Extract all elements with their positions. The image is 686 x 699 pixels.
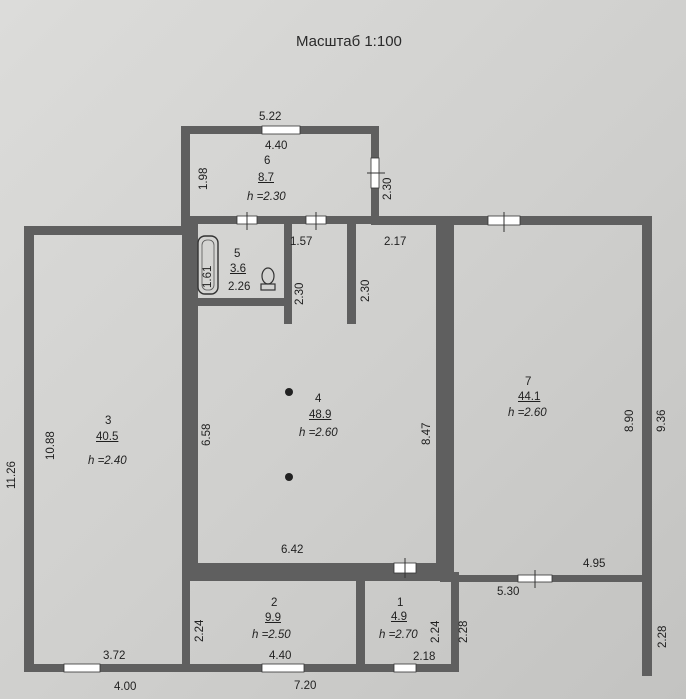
wall-r6-left (181, 126, 190, 226)
wall-r5-right (284, 224, 292, 324)
dim-r5-161: 1.61 (202, 265, 214, 288)
wall-r3-top (24, 226, 190, 235)
dim-r6-198: 1.98 (198, 167, 210, 190)
dim-r7-530: 5.30 (497, 586, 520, 598)
dim-r3-1088: 10.88 (45, 431, 57, 460)
room-5-number: 5 (234, 248, 241, 260)
window-r1-bottom (393, 663, 417, 673)
dim-bottom-372: 3.72 (103, 650, 126, 662)
window-r3-bottom (63, 663, 101, 673)
dim-r1-224: 2.24 (430, 620, 442, 643)
wall-right-stub (642, 578, 652, 676)
dim-r4-642: 6.42 (281, 544, 304, 556)
wall-r3-r4 (182, 226, 190, 672)
wall-r5-bottom (190, 298, 290, 306)
room-1-area: 4.9 (391, 611, 407, 623)
dim-corridor-217: 2.17 (384, 236, 407, 248)
scale-title: Масштаб 1:100 (296, 33, 402, 50)
dim-bottom-218: 2.18 (413, 651, 436, 663)
dim-bottom-400: 4.00 (114, 681, 137, 693)
room-7-height: h =2.60 (508, 407, 547, 419)
bathtub-inner (201, 239, 215, 291)
room-5-height: 2.26 (228, 281, 251, 293)
room-1-height: h =2.70 (379, 629, 418, 641)
wall-left (24, 226, 34, 672)
ceiling-point (285, 473, 293, 481)
toilet-icon (260, 267, 276, 291)
dim-top-522: 5.22 (259, 111, 282, 123)
room-7-area: 44.1 (518, 391, 541, 403)
room-1-number: 1 (397, 597, 404, 609)
wall-stub (347, 224, 356, 324)
wall-r7-left (440, 216, 454, 582)
ceiling-point (285, 388, 293, 396)
dim-r6-230: 2.30 (382, 177, 394, 200)
room-5-area: 3.6 (230, 263, 246, 275)
room-3-number: 3 (105, 415, 112, 427)
wall-r2-r1 (356, 572, 365, 672)
room-2-height: h =2.50 (252, 629, 291, 641)
dim-bottom-440: 4.40 (269, 650, 292, 662)
room-2-number: 2 (271, 597, 278, 609)
dim-right-228: 2.28 (657, 625, 669, 648)
room-6-area: 8.7 (258, 172, 274, 184)
dim-r4-658: 6.58 (201, 423, 213, 446)
window-r2-bottom (261, 663, 305, 673)
room-3-area: 40.5 (96, 431, 119, 443)
wall-right (642, 216, 652, 672)
wall-r4-bottom (190, 563, 446, 573)
toilet-tank (260, 283, 276, 291)
dim-r7-495: 4.95 (583, 558, 606, 570)
wall-r5-left (190, 224, 198, 304)
bathtub-outline (197, 235, 219, 295)
dim-corridor-230b: 2.30 (360, 279, 372, 302)
walls (24, 126, 652, 676)
dim-bottom-720: 7.20 (294, 680, 317, 692)
room-6-height: h =2.30 (247, 191, 286, 203)
room-4-height: h =2.60 (299, 427, 338, 439)
room-3-height: h =2.40 (88, 455, 127, 467)
room-2-area: 9.9 (265, 612, 281, 624)
dim-top-440: 4.40 (265, 140, 288, 152)
dim-r2-224: 2.24 (194, 619, 206, 642)
wall-r4-left (190, 300, 198, 572)
window-top (261, 125, 301, 135)
bathtub-icon (197, 235, 219, 295)
room-6-number: 6 (264, 155, 271, 167)
toilet-bowl (261, 267, 275, 285)
wall-r1-right (451, 572, 459, 672)
dim-corridor-157: 1.57 (290, 236, 313, 248)
dim-left-1126: 11.26 (6, 461, 18, 489)
window-ticks (246, 172, 536, 588)
windows (63, 125, 553, 673)
wall-r6-bottom (186, 216, 376, 224)
wall-bottom (24, 664, 459, 672)
dim-r4-847: 8.47 (421, 422, 433, 445)
room-4-area: 48.9 (309, 409, 332, 421)
room-4-number: 4 (315, 393, 322, 405)
dim-right-936: 9.36 (656, 409, 668, 432)
dim-r7-890: 8.90 (624, 409, 636, 432)
dim-r1-228: 2.28 (458, 620, 470, 643)
wall-bottom-rooms-top (182, 572, 458, 581)
room-7-number: 7 (525, 376, 532, 388)
dim-corridor-230a: 2.30 (294, 282, 306, 305)
